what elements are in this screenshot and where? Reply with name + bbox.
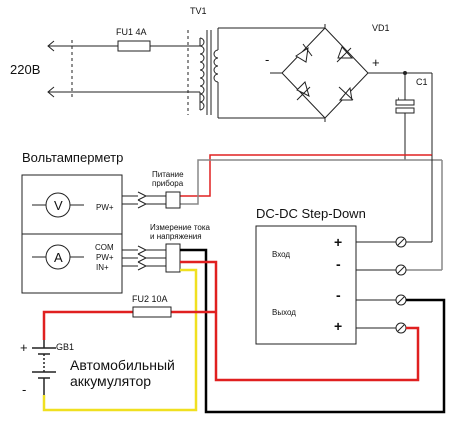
meter-pin-pw: PW+ xyxy=(96,253,114,262)
power-wires xyxy=(180,154,443,271)
battery-name-line1: Автомобильный xyxy=(70,357,175,373)
transformer-label: TV1 xyxy=(190,6,207,16)
measure-note-line2: и напряжения xyxy=(150,232,202,241)
junction-dot xyxy=(403,71,407,75)
converter-terminal-screws xyxy=(395,236,407,334)
meter-measure-connector xyxy=(122,243,181,273)
mains-label: 220В xyxy=(10,62,40,77)
converter-input-label: Вход xyxy=(272,250,290,259)
converter-output-label: Выход xyxy=(272,308,296,317)
ammeter-symbol xyxy=(32,244,84,270)
fuse2-label: FU2 10A xyxy=(132,294,168,304)
voltmeter-symbol xyxy=(32,192,84,218)
meter-title: Вольтамперметр xyxy=(22,150,123,165)
fuse1-label: FU1 4A xyxy=(116,27,147,37)
converter-out-plus: + xyxy=(334,318,342,334)
converter-in-minus: - xyxy=(336,256,341,272)
bridge-plus: + xyxy=(372,55,380,70)
battery-plus: + xyxy=(20,340,28,355)
transformer-symbol xyxy=(199,27,325,119)
meter-pin-com: COM xyxy=(95,243,114,252)
voltmeter-letter: V xyxy=(54,198,63,213)
meter-power-connector xyxy=(122,191,181,209)
bridge-symbol xyxy=(270,24,405,122)
meter-pin-in: IN+ xyxy=(96,263,109,272)
battery-label: GB1 xyxy=(56,342,74,352)
bridge-minus: - xyxy=(265,52,269,67)
converter-in-plus: + xyxy=(334,234,342,250)
bridge-label: VD1 xyxy=(372,23,390,33)
battery-symbol xyxy=(32,340,56,395)
mains-arrows xyxy=(47,40,62,98)
fuse2-symbol xyxy=(132,306,172,318)
mains-wires xyxy=(62,30,201,115)
capacitor-label: C1 xyxy=(416,77,428,87)
converter-box xyxy=(255,225,357,345)
power-note-line1: Питание xyxy=(152,170,184,179)
battery-minus: - xyxy=(22,382,26,397)
fuse1-symbol xyxy=(117,40,151,52)
battery-name-line2: аккумулятор xyxy=(70,373,151,389)
converter-out-minus: - xyxy=(336,287,341,303)
output-wires xyxy=(42,248,446,414)
bridge-diodes xyxy=(295,43,354,101)
power-note-line2: прибора xyxy=(152,179,184,188)
converter-terminal-leads xyxy=(356,241,397,329)
capacitor-symbol xyxy=(395,72,433,160)
converter-title: DC-DC Step-Down xyxy=(256,206,366,221)
meter-pin-pw-top: PW+ xyxy=(96,203,114,212)
measure-note-line1: Измерение тока xyxy=(150,223,211,232)
ammeter-letter: A xyxy=(54,250,63,265)
